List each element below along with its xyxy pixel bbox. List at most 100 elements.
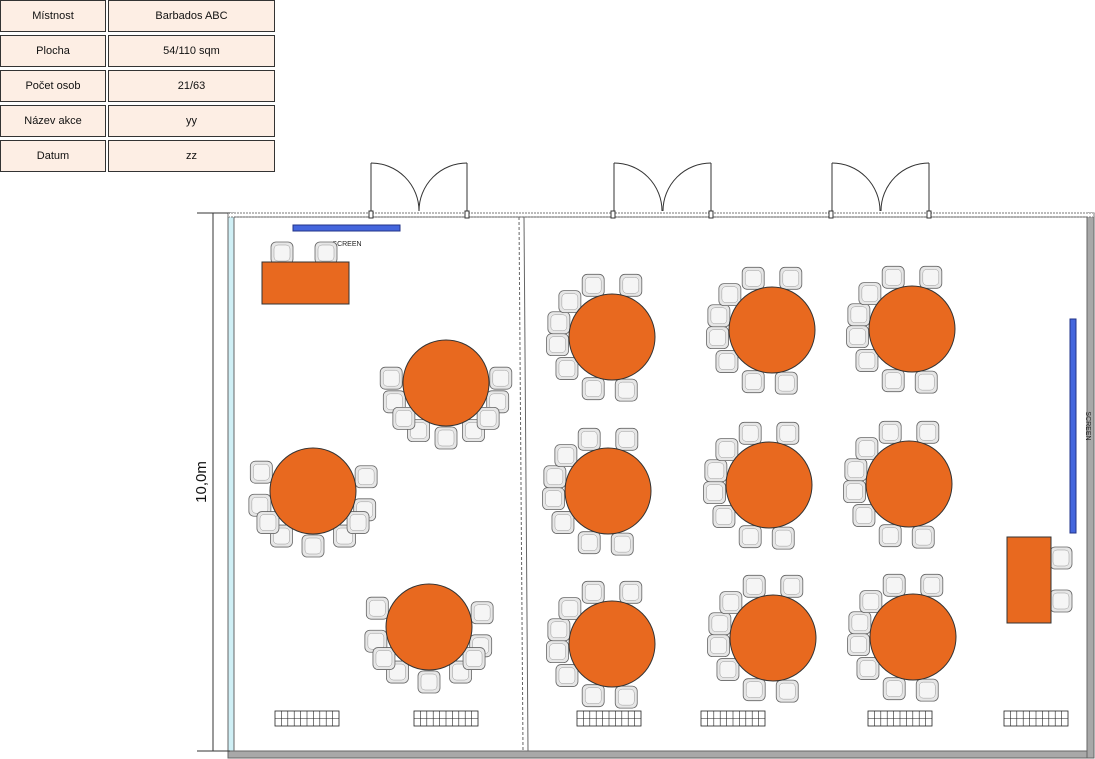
info-label: Počet osob [0,70,106,102]
radiator [274,710,340,727]
chair [848,611,872,635]
round-table [385,583,473,671]
chair [581,273,605,297]
chair [346,511,370,534]
chair [708,612,732,636]
info-label: Datum [0,140,106,172]
round-table [869,593,957,681]
chair [719,591,743,615]
chair [715,438,739,462]
chair [248,493,272,517]
chair [554,444,578,468]
chair [354,465,378,489]
dimension-label: 10,0m [193,461,210,503]
chair [715,350,739,373]
chair [581,580,605,604]
chair [417,670,441,694]
chair [577,531,601,555]
chair [581,684,605,708]
chair [919,265,943,289]
chair [470,601,494,625]
chair [581,377,605,401]
chair [742,678,766,702]
radiator [700,710,766,727]
doors [368,162,932,219]
chair [542,487,565,511]
chair [256,511,280,534]
round-table [564,447,652,535]
info-label: Místnost [0,0,106,32]
chair [776,421,800,445]
chair [379,366,403,390]
chair [577,427,601,451]
chair [546,333,569,357]
chair [1049,546,1073,570]
chair [555,357,579,380]
screen-right: SCREEN [1069,318,1091,534]
furniture-layer [248,241,1073,727]
chair [707,634,730,658]
chair [558,597,582,621]
chair [718,283,742,307]
chair [1049,589,1073,613]
chair [878,420,902,444]
round-table [865,440,953,528]
chair [878,524,902,548]
chair [610,532,634,556]
chair [741,266,765,290]
info-value: yy [108,105,275,137]
chair [847,303,871,327]
chair [270,241,294,265]
chair [712,505,736,528]
info-value: zz [108,140,275,172]
chair [741,370,765,394]
dimension-line: 10,0m [193,212,230,752]
radiator [867,710,933,727]
chair [704,459,728,483]
presenter-table-top [261,261,350,305]
radiator [1003,710,1069,727]
chair [301,534,325,558]
round-table [868,285,956,373]
chair [881,265,905,289]
screen-label-top: SCREEN [332,241,361,248]
chair [780,574,804,598]
chair [489,366,513,390]
chair [914,370,938,394]
round-table [729,594,817,682]
radiator [413,710,479,727]
chair [249,460,273,484]
chair [742,574,766,598]
chair [555,664,579,687]
chair [882,677,906,701]
presenter-table-right [1006,536,1052,624]
chair [547,311,571,335]
chair [855,349,879,372]
chair [911,525,935,549]
chair [547,618,571,642]
round-table [402,339,490,427]
screen-top: SCREEN [292,224,401,248]
chair [614,685,638,709]
chair [738,525,762,549]
chair [881,369,905,393]
chair [546,640,569,664]
chair [846,325,869,349]
info-value: 21/63 [108,70,275,102]
info-label: Název akce [0,105,106,137]
chair [434,426,458,450]
room-partition [518,216,529,752]
chair [738,421,762,445]
chair [779,266,803,290]
chair [558,290,582,314]
round-table [269,447,357,535]
chair [856,657,880,680]
chair [775,679,799,703]
round-table [568,293,656,381]
chair [716,658,740,681]
info-label: Plocha [0,35,106,67]
chair [372,647,396,670]
chair [615,427,639,451]
chair [847,633,870,657]
